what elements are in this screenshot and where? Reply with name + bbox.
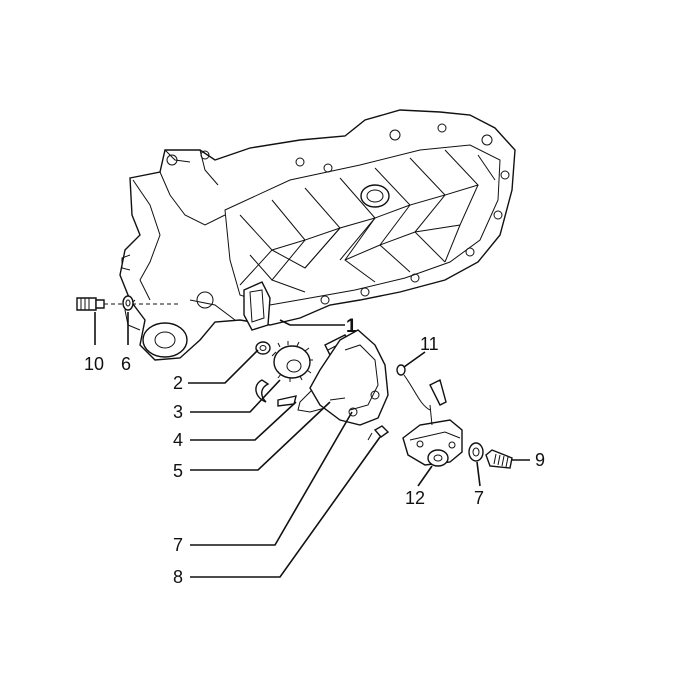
oil-pump (402, 378, 463, 467)
callout-10: 10 (84, 354, 104, 374)
callout-1: 1 (346, 316, 357, 337)
oil-hose (403, 374, 431, 411)
callout-2: 2 (173, 373, 183, 393)
callout-4: 4 (173, 430, 183, 450)
stud-bolt (76, 297, 105, 311)
hose-clip (396, 364, 406, 376)
callout-12: 12 (405, 488, 425, 508)
callout-7-right: 7 (474, 488, 484, 508)
small-washer (255, 341, 271, 355)
washer (122, 295, 134, 311)
leader-lines (94, 312, 530, 578)
callout-9: 9 (535, 450, 545, 470)
pump-gear (271, 341, 313, 382)
pump-cover-plate (297, 329, 389, 426)
callout-6: 6 (121, 354, 131, 374)
callout-3: 3 (173, 402, 183, 422)
pump-washer (468, 442, 484, 462)
callout-8: 8 (173, 567, 183, 587)
crankcase-housing (119, 109, 516, 361)
callout-11: 11 (420, 334, 439, 354)
pump-bolt (485, 449, 513, 469)
callout-5: 5 (173, 461, 183, 481)
plate-screw (367, 425, 390, 441)
callout-7-left: 7 (173, 535, 183, 555)
